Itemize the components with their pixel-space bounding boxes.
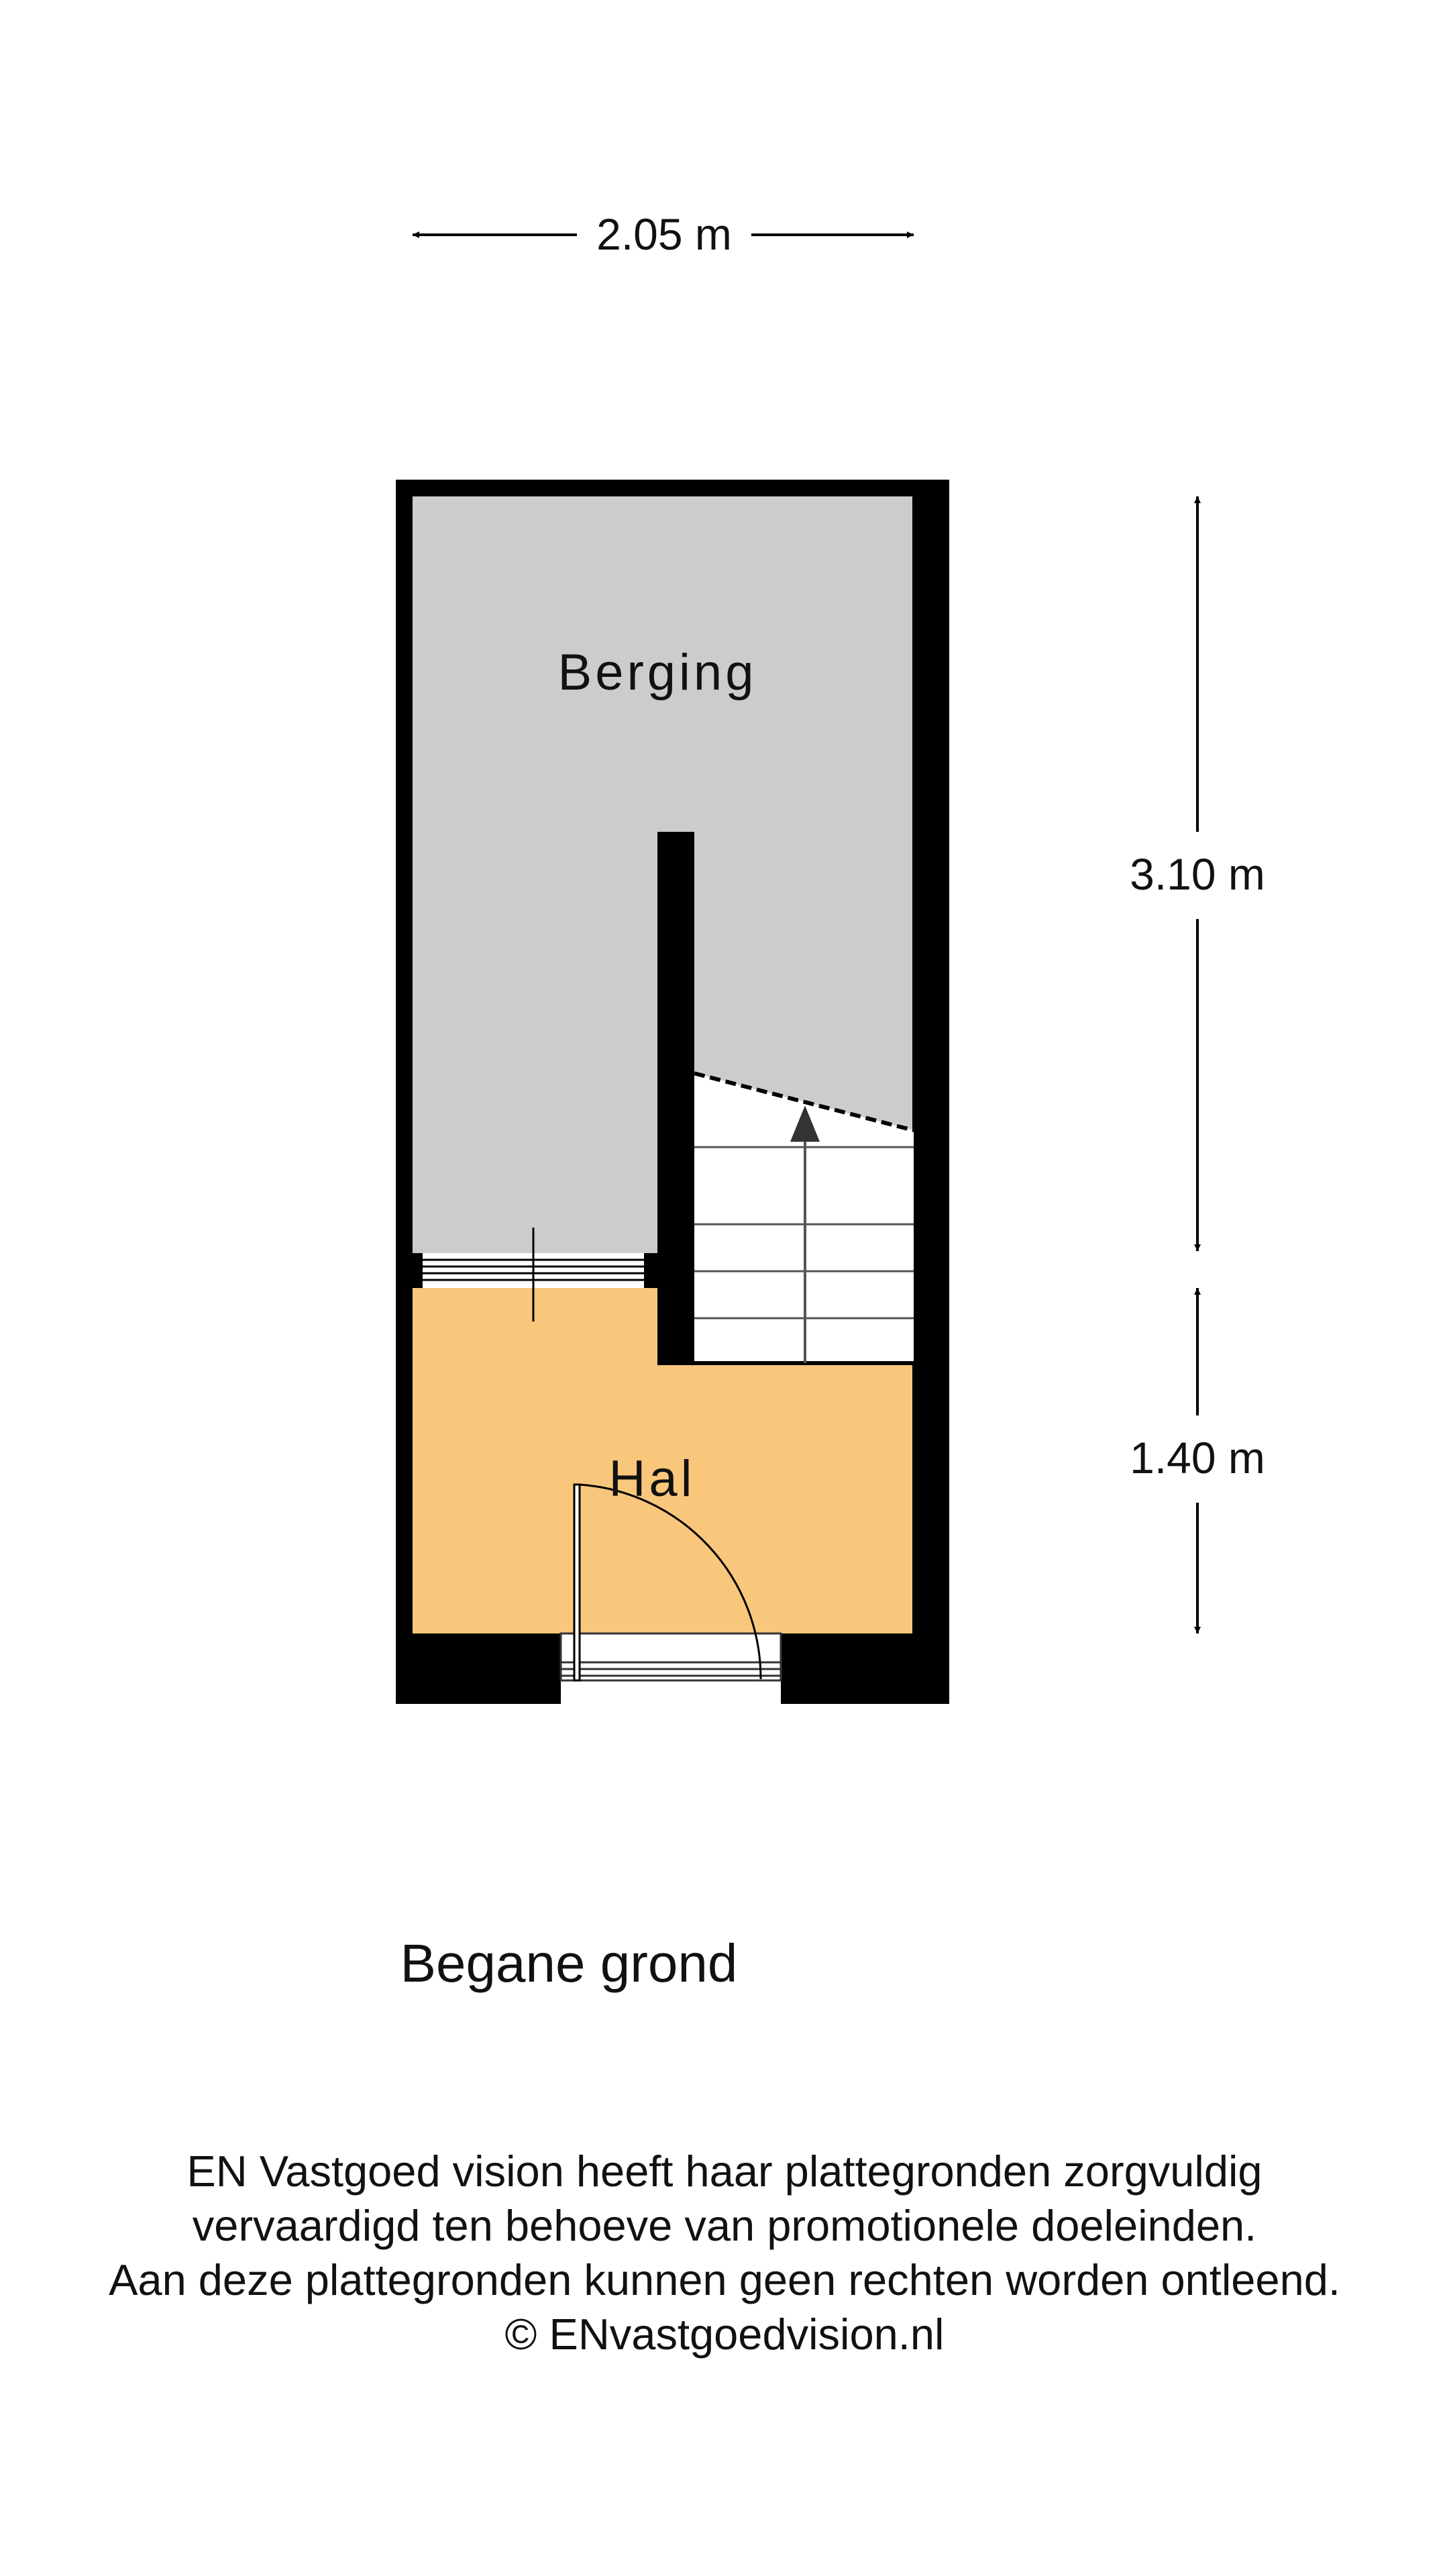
- stair-direction-arrow-icon: [790, 1106, 820, 1142]
- disclaimer-line: vervaardigd ten behoeve van promotionele…: [192, 2201, 1257, 2250]
- interior-wall: [657, 832, 694, 1365]
- room-label-berging: Berging: [558, 644, 757, 701]
- disclaimer-line: EN Vastgoed vision heeft haar plattegron…: [186, 2147, 1263, 2196]
- dimension-berging-label: 3.10 m: [1130, 849, 1265, 899]
- copyright-line: © ENvastgoedvision.nl: [504, 2310, 945, 2359]
- dimension-width-label: 2.05 m: [596, 209, 732, 259]
- disclaimer: EN Vastgoed vision heeft haar plattegron…: [0, 2144, 1449, 2361]
- disclaimer-line: Aan deze plattegronden kunnen geen recht…: [109, 2255, 1340, 2304]
- front-door-leaf: [573, 1483, 581, 1682]
- door-swing-arc: [579, 1483, 762, 1680]
- floor-name-label: Begane grond: [400, 1933, 738, 1993]
- dimension-hal-label: 1.40 m: [1130, 1433, 1265, 1483]
- room-label-hal: Hal: [608, 1450, 695, 1507]
